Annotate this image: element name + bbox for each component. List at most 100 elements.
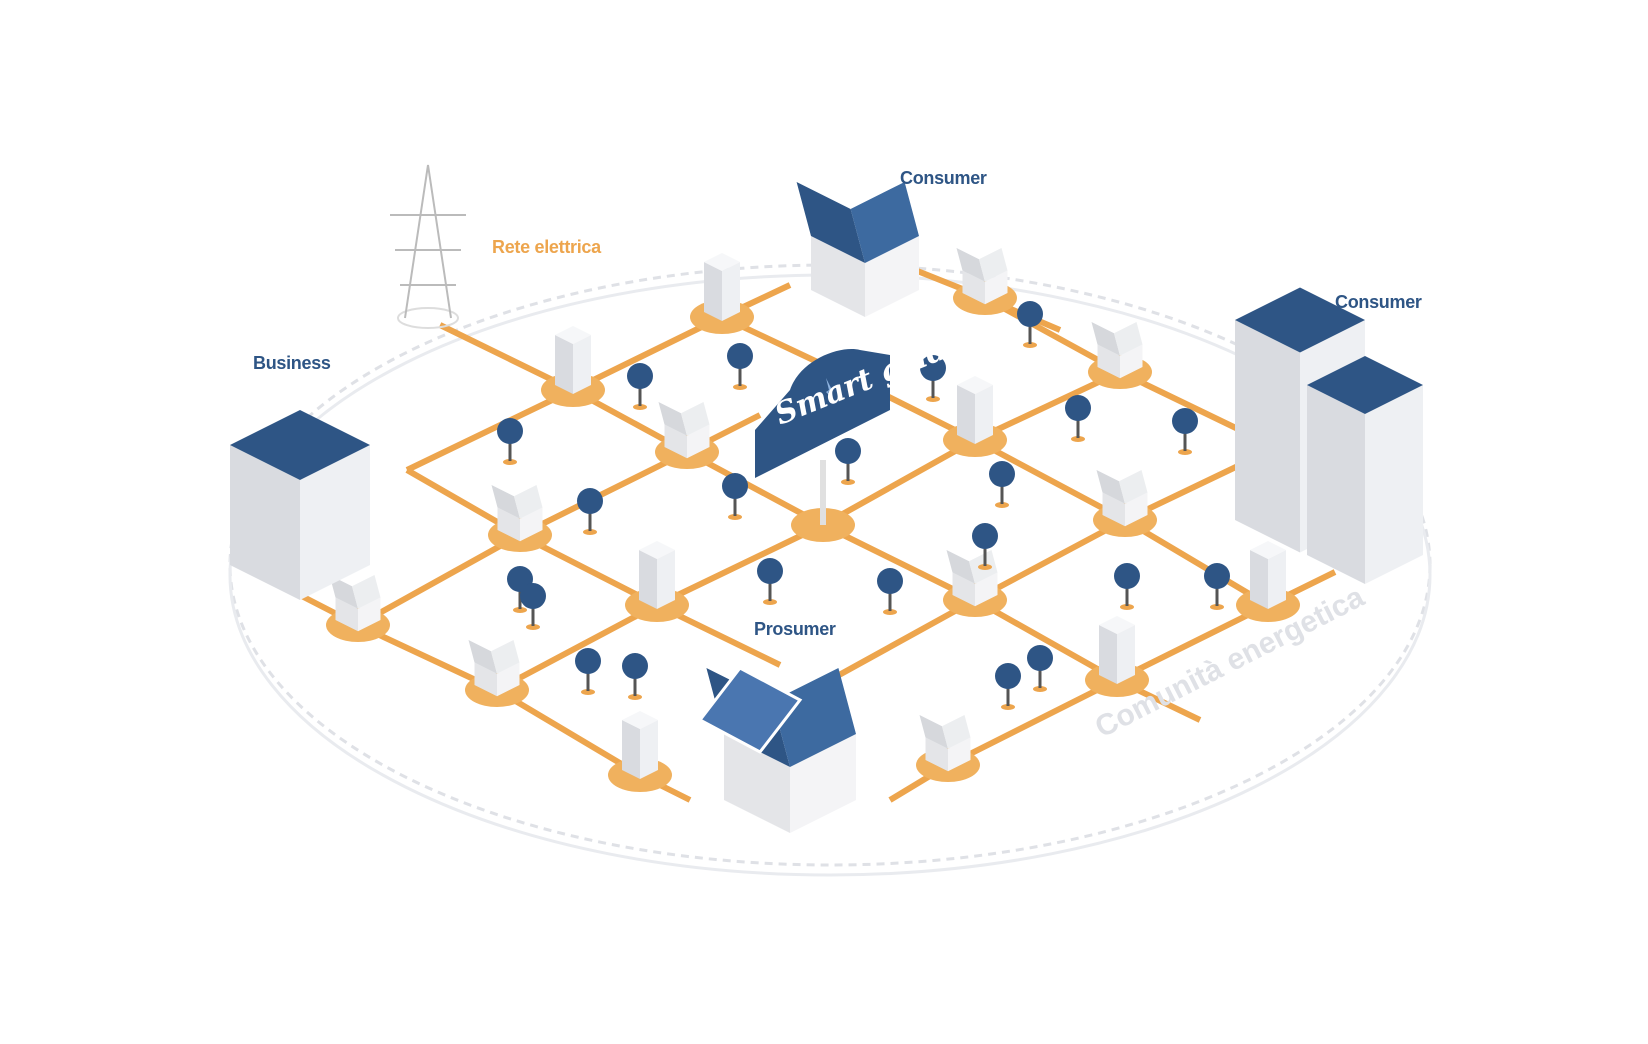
- tree-shadow: [978, 564, 992, 570]
- label-rete-elettrica: Rete elettrica: [492, 237, 601, 257]
- tree-icon: [972, 523, 998, 570]
- tree-trunk: [768, 575, 772, 601]
- tree-trunk: [888, 585, 892, 611]
- tree-trunk: [738, 360, 742, 386]
- consumer-house-icon: [796, 182, 919, 317]
- tree-crown: [972, 523, 998, 549]
- tree-trunk: [531, 600, 535, 626]
- tower-wall: [957, 385, 975, 444]
- tree-shadow: [633, 404, 647, 410]
- tree-trunk: [633, 670, 637, 696]
- tree-shadow: [1033, 686, 1047, 692]
- tree-trunk: [1076, 412, 1080, 438]
- tree-icon: [722, 473, 748, 520]
- tree-trunk: [1125, 580, 1129, 606]
- grid-line: [720, 314, 1270, 608]
- tree-icon: [497, 418, 523, 465]
- tree-icon: [577, 488, 603, 535]
- house-roof: [942, 715, 971, 749]
- house-roof: [329, 575, 358, 609]
- tree-trunk: [931, 372, 935, 398]
- tree-shadow: [1120, 604, 1134, 610]
- tree-trunk: [508, 435, 512, 461]
- tree-shadow: [995, 502, 1009, 508]
- tree-trunk: [1215, 580, 1219, 606]
- tower-wall: [1365, 385, 1423, 584]
- tree-crown: [1065, 395, 1091, 421]
- tree-icon: [1065, 395, 1091, 442]
- tower-roof: [704, 253, 740, 271]
- tower-wall: [300, 445, 370, 600]
- tree-icon: [757, 558, 783, 605]
- small-house-icon: [468, 640, 520, 697]
- house-roof: [796, 182, 865, 263]
- office-building-icon: [704, 253, 740, 321]
- office-building-icon: [957, 376, 993, 444]
- pylon-leg: [404, 164, 452, 319]
- tree-icon: [989, 461, 1015, 508]
- power-pylon-icon: [390, 164, 466, 329]
- tree-icon: [520, 583, 546, 630]
- tree-crown: [1204, 563, 1230, 589]
- tree-icon: [622, 653, 648, 700]
- tower-wall: [704, 262, 722, 321]
- tree-crown: [757, 558, 783, 584]
- tree-shadow: [1210, 604, 1224, 610]
- house-roof: [946, 550, 975, 584]
- tree-icon: [995, 663, 1021, 710]
- tree-crown: [877, 568, 903, 594]
- label-consumer-top: Consumer: [900, 168, 987, 188]
- tree-shadow: [883, 609, 897, 615]
- smart-grid-sign: [755, 349, 890, 525]
- house-roof: [491, 640, 520, 674]
- tree-crown: [520, 583, 546, 609]
- tower-wall: [639, 550, 657, 609]
- tree-icon: [1204, 563, 1230, 610]
- tree-crown: [920, 355, 946, 381]
- tower-roof: [1235, 287, 1365, 353]
- tree-crown: [575, 648, 601, 674]
- office-building-icon: [1099, 616, 1135, 684]
- house-roof: [956, 248, 985, 282]
- business-building-icon: [230, 410, 370, 600]
- tree-icon: [1027, 645, 1053, 692]
- tree-shadow: [513, 607, 527, 613]
- tree-crown: [497, 418, 523, 444]
- tree-trunk: [1000, 478, 1004, 504]
- house-roof: [850, 182, 919, 263]
- consumer-tower-icon: [1307, 356, 1423, 584]
- tower-roof: [622, 711, 658, 729]
- tower-roof: [230, 410, 370, 480]
- tree-trunk: [586, 665, 590, 691]
- tree-trunk: [1028, 318, 1032, 344]
- small-house-icon: [956, 248, 1008, 305]
- tree-shadow: [526, 624, 540, 630]
- office-building-icon: [639, 541, 675, 609]
- label-consumer-right: Consumer: [1335, 292, 1422, 312]
- house-roof: [658, 402, 687, 436]
- tree-icon: [627, 363, 653, 410]
- tower-wall: [1235, 320, 1300, 553]
- tree-shadow: [728, 514, 742, 520]
- tree-trunk: [733, 490, 737, 516]
- tree-icon: [835, 438, 861, 485]
- tree-crown: [1172, 408, 1198, 434]
- tower-wall: [1117, 625, 1135, 684]
- grid-line: [828, 462, 1242, 683]
- house-roof: [1096, 470, 1125, 504]
- lightning-icon: [826, 378, 834, 400]
- house-roof: [1091, 322, 1120, 356]
- house-roof: [979, 248, 1008, 282]
- tower-roof: [957, 376, 993, 394]
- tree-crown: [622, 653, 648, 679]
- small-house-icon: [491, 485, 543, 542]
- tree-icon: [1114, 563, 1140, 610]
- house-roof: [681, 402, 710, 436]
- grid-line: [405, 467, 782, 668]
- tree-icon: [877, 568, 903, 615]
- small-house-icon: [1091, 322, 1143, 379]
- tower-wall: [640, 720, 658, 779]
- tree-trunk: [1038, 662, 1042, 688]
- tree-icon: [1172, 408, 1198, 455]
- tree-icon: [727, 343, 753, 390]
